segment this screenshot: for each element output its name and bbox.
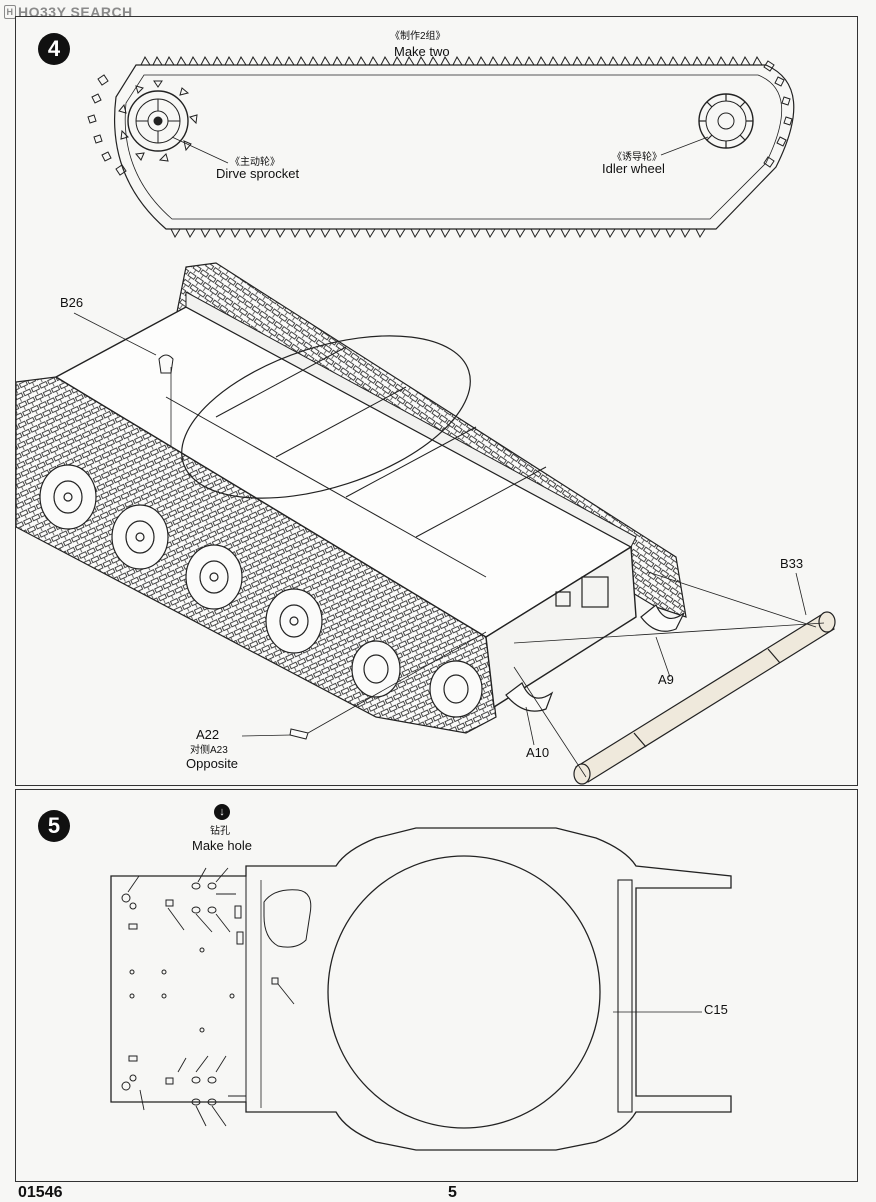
road-wheels	[39, 464, 483, 718]
part-a10-label: A10	[526, 745, 550, 760]
step-5-badge: 5	[38, 810, 70, 842]
drive-sprocket-label: Dirve sprocket	[216, 166, 300, 181]
make-hole-cn: 钻孔	[210, 826, 230, 837]
step-4-panel: 4	[15, 16, 858, 786]
make-two-label: Make two	[394, 44, 450, 59]
part-b26-label: B26	[60, 295, 84, 310]
part-b33-label: B33	[780, 556, 804, 571]
step-4-illustration	[16, 55, 836, 785]
idler-wheel-cn: 《诱导轮》	[612, 152, 662, 163]
part-a23-opposite-label: Opposite	[186, 756, 239, 771]
track-loop-diagram	[87, 55, 795, 239]
step-4-leader-lines	[73, 312, 825, 778]
part-c15-label: C15	[704, 1002, 728, 1017]
watermark-logo: H	[4, 5, 16, 19]
part-a22-label: A22	[196, 727, 220, 742]
drill-icon: ↓	[214, 804, 230, 820]
page-number: 5	[448, 1184, 457, 1201]
a22-part	[289, 728, 309, 740]
c15-part	[617, 879, 633, 1113]
a10-part	[505, 682, 554, 712]
drive-sprocket-cn: 《主动轮》	[230, 157, 280, 168]
kit-number: 01546	[18, 1184, 63, 1201]
drill-arrows	[127, 867, 295, 1127]
step-5-panel: 5 ↓ 钻孔 Make hole	[15, 789, 858, 1182]
idler-wheel-label: Idler wheel	[602, 161, 665, 176]
hull-floor-plate-drawing	[110, 827, 732, 1151]
make-hole-label: Make hole	[192, 838, 252, 853]
part-a23-cn: 对侧A23	[190, 745, 228, 756]
hull-assembly-drawing	[16, 262, 836, 785]
make-two-cn: 《制作2组》	[390, 31, 446, 42]
b33-tow-bar	[573, 611, 836, 785]
part-a9-label: A9	[658, 672, 674, 687]
a9-part	[640, 604, 685, 632]
drive-sprocket-drawing	[118, 80, 229, 164]
step-4-badge: 4	[38, 33, 70, 65]
idler-wheel-drawing	[660, 93, 754, 156]
step-5-illustration	[110, 827, 732, 1151]
